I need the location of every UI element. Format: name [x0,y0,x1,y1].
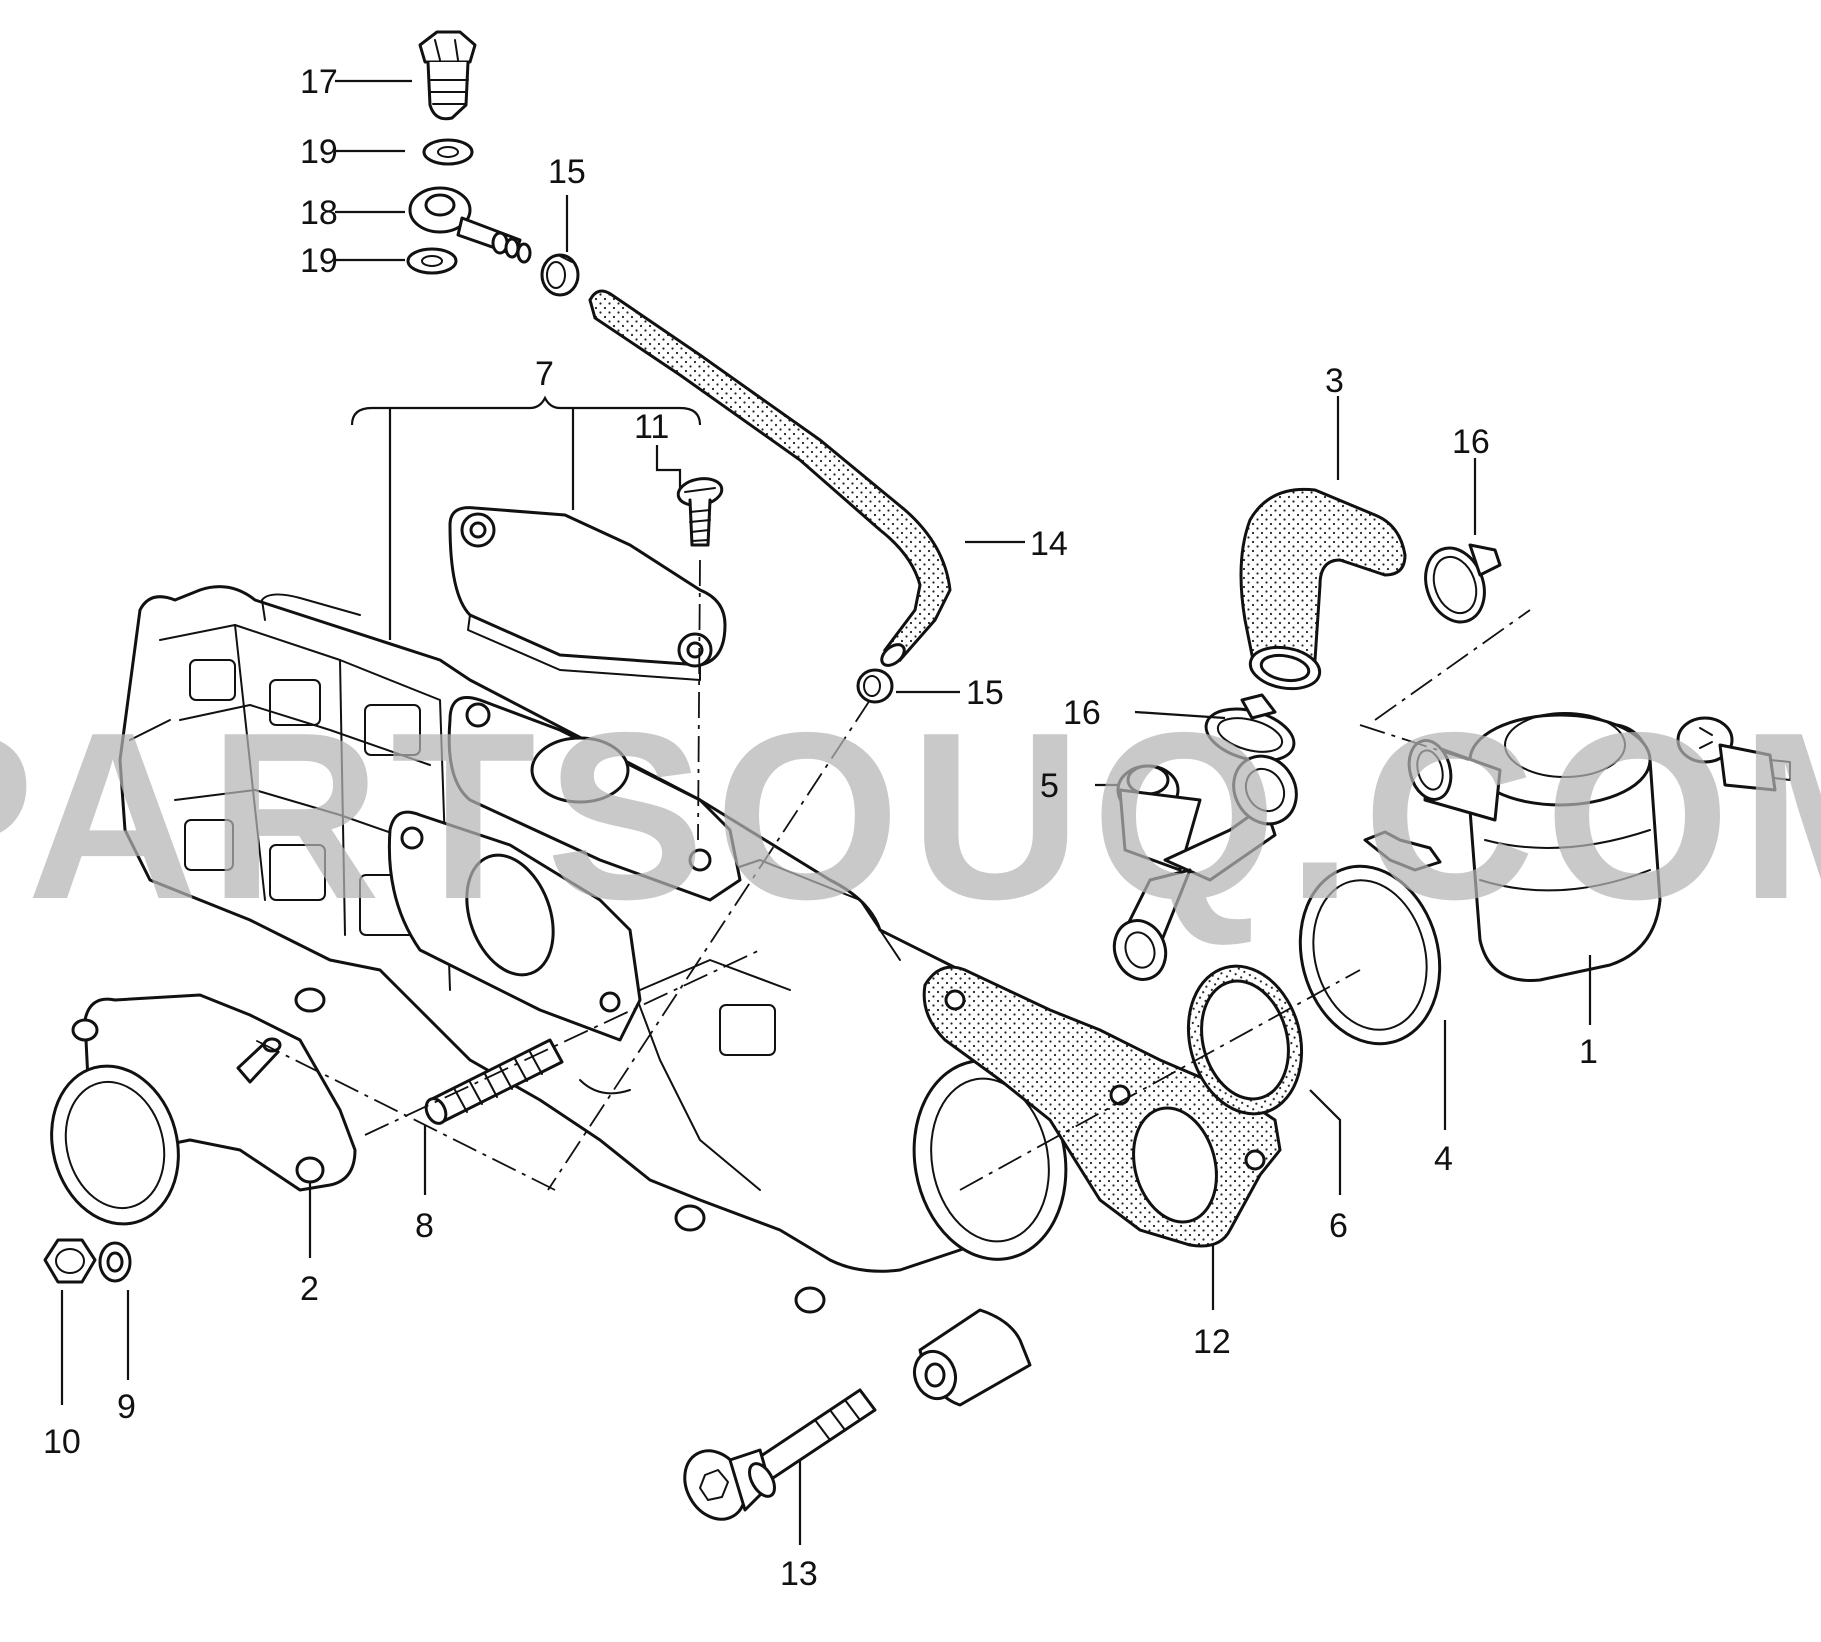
hose-clip-upper [540,253,580,297]
callout-11: 11 [634,408,669,446]
screw [676,477,724,547]
sealing-washer-upper [422,138,474,166]
callout-16-lower: 16 [1063,694,1101,732]
callout-2: 2 [300,1270,319,1308]
callout-13: 13 [780,1555,818,1593]
callout-4: 4 [1434,1140,1453,1178]
leader-lines [60,79,1592,1545]
callout-9: 9 [117,1388,136,1426]
intake-manifold [118,585,1068,1407]
stud [424,1038,564,1125]
callout-10: 10 [43,1423,81,1461]
hose-connector [1112,754,1298,981]
callout-14: 14 [1030,525,1068,563]
vacuum-hose [588,289,952,667]
banjo-fitting-18 [408,186,532,264]
callout-15-lower: 15 [966,674,1004,712]
formed-hose [1239,487,1407,691]
hose-clip-lower [856,668,894,704]
clamp-band [1298,830,1442,1046]
banjo-bolt-17 [418,30,477,121]
callout-17: 17 [300,63,338,101]
hose-clamp-lower [1204,693,1296,763]
callout-12: 12 [1193,1323,1231,1361]
callout-6: 6 [1329,1207,1348,1245]
coolant-elbow [50,993,357,1226]
callout-18: 18 [300,194,338,232]
washer-9 [98,1241,132,1283]
hex-nut-10 [43,1238,97,1284]
assembly-centerlines [254,559,1531,1191]
bracket-7 [350,395,702,640]
watermark-text: PARTSOUQ.COM [0,684,1821,949]
callout-labels: 17 19 18 19 15 7 11 14 15 3 16 16 5 1 4 … [43,63,1598,1593]
callout-3: 3 [1325,362,1344,400]
callout-5: 5 [1040,767,1059,805]
callout-19-lower: 19 [300,242,338,280]
manifold-gasket [922,965,1282,1248]
callout-1: 1 [1579,1033,1598,1071]
callout-15-upper: 15 [548,153,586,191]
callout-7: 7 [535,355,554,393]
sealing-washer-lower [406,247,458,275]
cap-screw-13 [683,1388,877,1521]
callout-16-upper: 16 [1452,423,1490,461]
cover-plate [448,506,727,681]
hose-clamp-upper [1424,543,1502,624]
ring-gasket [1186,964,1304,1116]
callout-19-upper: 19 [300,133,338,171]
callout-8: 8 [415,1207,434,1245]
